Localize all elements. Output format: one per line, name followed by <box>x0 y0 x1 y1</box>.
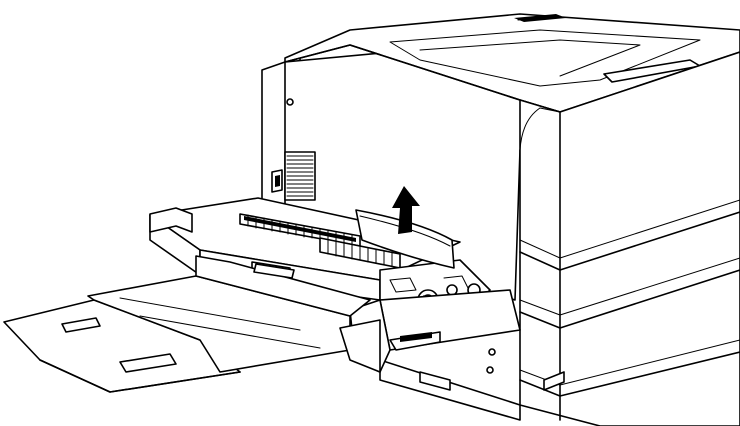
feed-rollers <box>239 213 361 247</box>
printer-body <box>261 13 740 426</box>
jammed-paper <box>355 209 455 269</box>
duplex-unit <box>149 197 521 373</box>
paper-tray <box>3 255 381 393</box>
top-vent <box>514 14 566 22</box>
up-arrow-icon <box>392 186 420 234</box>
side-vent <box>284 151 316 201</box>
